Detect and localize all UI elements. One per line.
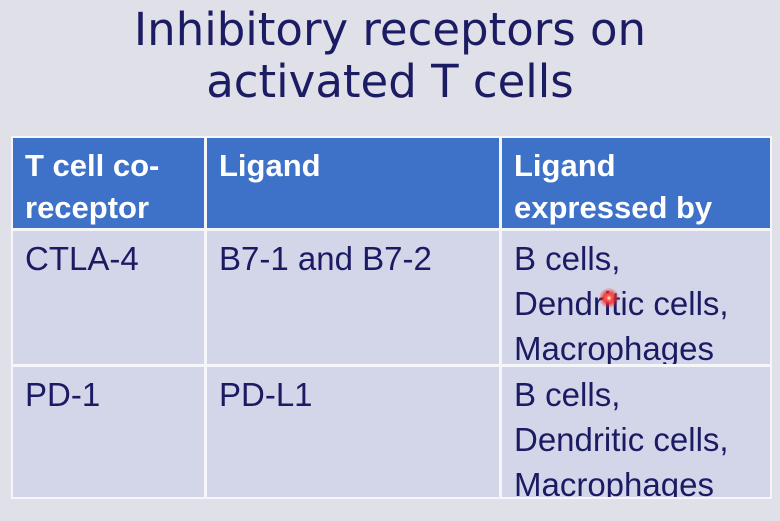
slide-title: Inhibitory receptors on activated T cell… — [0, 4, 780, 108]
column-header-ligand-expressed-by: Ligand expressed by — [502, 138, 770, 228]
column-header-ligand: Ligand — [207, 138, 499, 228]
slide-title-line-1: Inhibitory receptors on — [133, 3, 647, 56]
table-row-ctla4-expressed-by-cell: B cells, Dendritic cells, Macrophages — [502, 231, 770, 364]
slide-title-line-2: activated T cells — [206, 55, 574, 108]
table-row-ctla4-ligand-cell: B7-1 and B7-2 — [207, 231, 499, 364]
table-row-ctla4-coreceptor-cell: CTLA-4 — [13, 231, 204, 364]
column-header-t-cell-coreceptor: T cell co-receptor — [13, 138, 204, 228]
receptor-ligand-table: T cell co-receptor Ligand Ligand express… — [11, 136, 772, 499]
table-row-pd1-ligand-cell: PD-L1 — [207, 367, 499, 497]
table-row-pd1-coreceptor-cell: PD-1 — [13, 367, 204, 497]
table-row-pd1-expressed-by-cell: B cells, Dendritic cells, Macrophages — [502, 367, 770, 497]
